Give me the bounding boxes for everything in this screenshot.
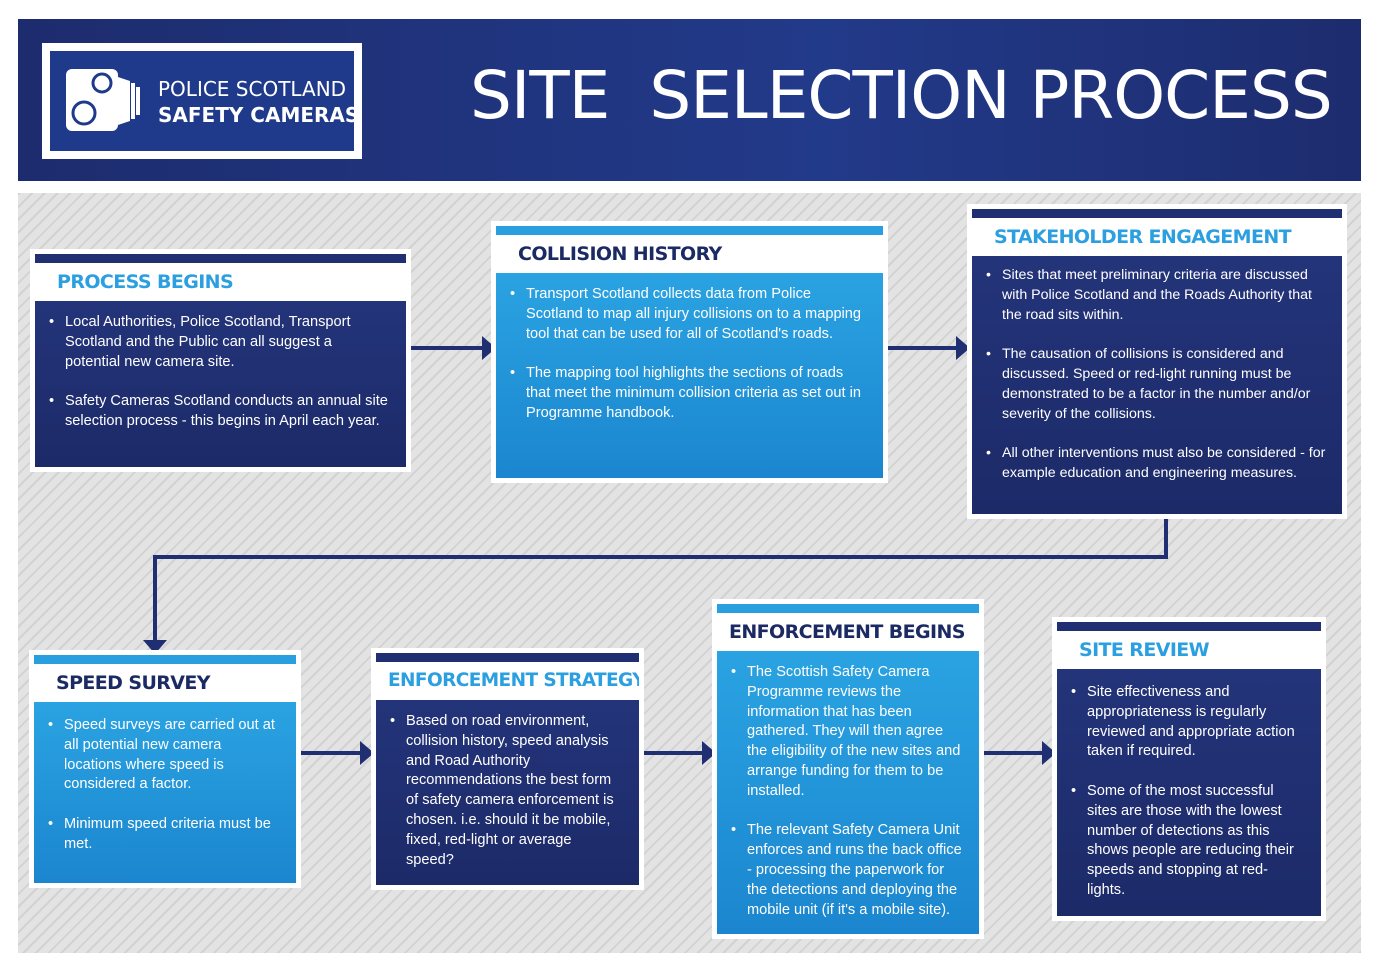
step-bullet: Speed surveys are carried out at all pot… [48, 716, 280, 795]
step-body: Transport Scotland collects data from Po… [496, 273, 883, 478]
step-body: Sites that meet preliminary criteria are… [972, 256, 1342, 514]
step-bullet: All other interventions must also be con… [986, 444, 1326, 484]
card-accent-bar [496, 226, 883, 235]
step-bullet: The causation of collisions is considere… [986, 345, 1326, 424]
step-process-begins: PROCESS BEGINS Local Authorities, Police… [30, 249, 411, 472]
step-enforcement-strategy: ENFORCEMENT STRATEGY Based on road envir… [371, 648, 644, 890]
step-stakeholder-engagement: STAKEHOLDER ENGAGEMENT Sites that meet p… [967, 204, 1347, 519]
step-title: SITE REVIEW [1079, 639, 1210, 661]
card-accent-bar [35, 254, 406, 263]
step-title: STAKEHOLDER ENGAGEMENT [994, 226, 1292, 248]
step-body: Speed surveys are carried out at all pot… [34, 702, 296, 883]
step-site-review: SITE REVIEW Site effectiveness and appro… [1052, 617, 1326, 921]
card-accent-bar [972, 209, 1342, 218]
page-title: SITE SELECTION PROCESS [470, 57, 1333, 134]
card-accent-bar [1057, 622, 1321, 631]
step-body: Based on road environment, collision his… [376, 700, 639, 885]
camera-icon [66, 69, 140, 131]
step-bullet: Based on road environment, collision his… [390, 712, 623, 870]
step-enforcement-begins: ENFORCEMENT BEGINS The Scottish Safety C… [712, 599, 984, 939]
header-banner: POLICE SCOTLAND SAFETY CAMERAS SITE SELE… [18, 19, 1361, 181]
card-accent-bar [376, 653, 639, 662]
logo-text-bottom: SAFETY CAMERAS [158, 103, 360, 127]
step-bullet: Local Authorities, Police Scotland, Tran… [49, 313, 390, 372]
logo-panel: POLICE SCOTLAND SAFETY CAMERAS [50, 51, 359, 151]
step-bullet: The relevant Safety Camera Unit enforces… [731, 821, 963, 920]
step-bullet: Safety Cameras Scotland conducts an annu… [49, 392, 390, 432]
step-collision-history: COLLISION HISTORY Transport Scotland col… [491, 221, 888, 483]
step-title: SPEED SURVEY [56, 672, 211, 694]
step-body: Site effectiveness and appropriateness i… [1057, 669, 1321, 916]
logo-text-top: POLICE SCOTLAND [158, 77, 347, 101]
step-speed-survey: SPEED SURVEY Speed surveys are carried o… [29, 650, 301, 888]
step-body: The Scottish Safety Camera Programme rev… [717, 651, 979, 934]
step-bullet: The mapping tool highlights the sections… [510, 364, 867, 423]
step-bullet: Minimum speed criteria must be met. [48, 815, 280, 855]
step-title: ENFORCEMENT STRATEGY [388, 670, 639, 691]
card-accent-bar [717, 604, 979, 613]
step-title: ENFORCEMENT BEGINS [729, 621, 965, 643]
step-bullet: Sites that meet preliminary criteria are… [986, 266, 1326, 325]
card-accent-bar [34, 655, 296, 664]
step-bullet: The Scottish Safety Camera Programme rev… [731, 663, 963, 802]
step-body: Local Authorities, Police Scotland, Tran… [35, 301, 406, 467]
step-bullet: Transport Scotland collects data from Po… [510, 285, 867, 344]
step-title: PROCESS BEGINS [57, 271, 234, 293]
step-bullet: Some of the most successful sites are th… [1071, 782, 1305, 901]
step-bullet: Site effectiveness and appropriateness i… [1071, 683, 1305, 762]
step-title: COLLISION HISTORY [518, 243, 722, 265]
logo: POLICE SCOTLAND SAFETY CAMERAS [42, 43, 362, 159]
